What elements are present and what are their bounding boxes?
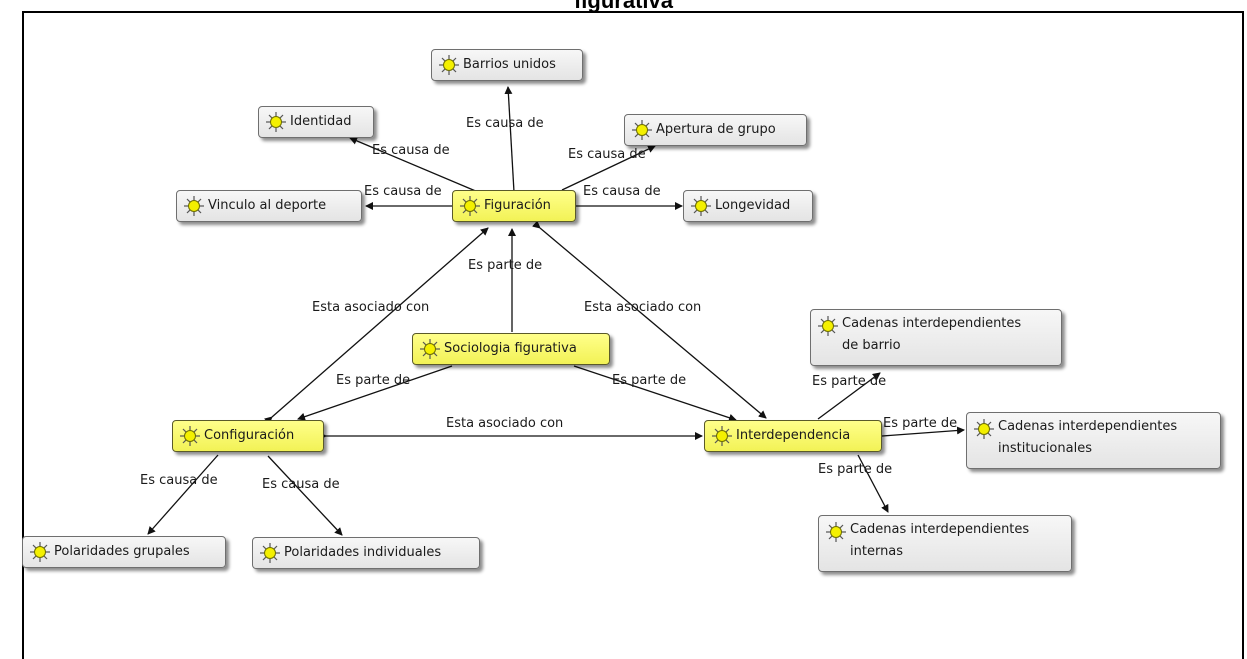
link-label-conf-indiv: Es causa de xyxy=(262,477,340,492)
sun-code-icon xyxy=(691,196,711,216)
node-label: Polaridades individuales xyxy=(284,545,442,560)
node-polaridades-grupales[interactable]: Polaridades grupales xyxy=(22,536,226,568)
link-label-inter-barrio: Es parte de xyxy=(812,374,887,389)
node-label: Cadenas interdependientes de barrio xyxy=(842,316,1022,353)
sun-code-icon xyxy=(30,542,50,562)
link-label-fig-longevidad: Es causa de xyxy=(583,184,661,199)
node-label: Sociologia figurativa xyxy=(444,341,577,356)
node-configuracion[interactable]: Configuración xyxy=(172,420,324,452)
page-title: figurativa xyxy=(573,0,674,13)
sun-code-icon xyxy=(632,120,652,140)
link-line-fig-identidad xyxy=(349,137,479,193)
sun-code-icon xyxy=(460,196,480,216)
node-cadenas-interdependientes-de-barrio[interactable]: Cadenas interdependientes de barrio xyxy=(810,309,1062,366)
node-identidad[interactable]: Identidad xyxy=(258,106,374,138)
link-label-fig-vinculo: Es causa de xyxy=(364,184,442,199)
link-label-fig-conf: Esta asociado con xyxy=(312,300,430,315)
link-line-conf-grupales xyxy=(147,454,219,535)
node-cadenas-interdependientes-internas[interactable]: Cadenas interdependientes internas xyxy=(818,515,1072,572)
link-line-soc-conf xyxy=(297,365,453,421)
link-label-fig-identidad: Es causa de xyxy=(372,143,450,158)
node-label: Longevidad xyxy=(715,198,791,213)
node-vinculo-al-deporte[interactable]: Vinculo al deporte xyxy=(176,190,362,222)
node-label: Vinculo al deporte xyxy=(208,198,327,213)
sun-code-icon xyxy=(420,339,440,359)
node-interdependencia[interactable]: Interdependencia xyxy=(704,420,882,452)
node-figuracion[interactable]: Figuración xyxy=(452,190,576,222)
link-line-conf-indiv xyxy=(267,455,343,536)
link-label-conf-grupales: Es causa de xyxy=(140,473,218,488)
link-line-fig-apertura xyxy=(561,145,656,191)
node-label: Barrios unidos xyxy=(463,57,556,72)
link-line-inter-barrio xyxy=(817,372,881,420)
sun-code-icon xyxy=(180,426,200,446)
node-polaridades-individuales[interactable]: Polaridades individuales xyxy=(252,537,480,569)
node-label: Identidad xyxy=(290,114,352,129)
node-cadenas-interdependientes-institucionales[interactable]: Cadenas interdependientes institucionale… xyxy=(966,412,1221,469)
sun-code-icon xyxy=(826,522,846,542)
node-label: Apertura de grupo xyxy=(656,122,776,137)
link-line-fig-conf xyxy=(264,227,489,425)
link-label-conf-inter: Esta asociado con xyxy=(446,416,564,431)
sun-code-icon xyxy=(712,426,732,446)
node-sociologia-figurativa[interactable]: Sociologia figurativa xyxy=(412,333,610,365)
link-label-inter-inst: Es parte de xyxy=(883,416,958,431)
link-label-inter-internas: Es parte de xyxy=(818,462,893,477)
link-line-soc-inter xyxy=(573,365,737,422)
link-label-fig-barrios: Es causa de xyxy=(466,116,544,131)
link-label-soc-inter: Es parte de xyxy=(612,373,687,388)
link-label-fig-apertura: Es causa de xyxy=(568,147,646,162)
link-line-fig-inter xyxy=(532,220,767,419)
link-label-fig-inter: Esta asociado con xyxy=(584,300,702,315)
sun-code-icon xyxy=(439,55,459,75)
node-label: Figuración xyxy=(484,198,551,213)
node-label: Polaridades grupales xyxy=(54,544,190,559)
sun-code-icon xyxy=(260,543,280,563)
node-label: Configuración xyxy=(204,428,295,443)
sun-code-icon xyxy=(184,196,204,216)
node-label: Interdependencia xyxy=(736,428,851,443)
node-longevidad[interactable]: Longevidad xyxy=(683,190,813,222)
sun-code-icon xyxy=(266,112,286,132)
link-line-inter-internas xyxy=(857,454,889,513)
link-line-fig-barrios xyxy=(504,86,515,193)
link-label-soc-conf: Es parte de xyxy=(336,373,411,388)
sun-code-icon xyxy=(974,419,994,439)
diagram-frame xyxy=(22,11,1244,659)
node-label: Cadenas interdependientes institucionale… xyxy=(998,419,1178,456)
node-label: Cadenas interdependientes internas xyxy=(850,522,1030,559)
link-label-soc-fig: Es parte de xyxy=(468,258,543,273)
sun-code-icon xyxy=(818,316,838,336)
link-line-inter-inst xyxy=(881,426,965,437)
node-apertura-de-grupo[interactable]: Apertura de grupo xyxy=(624,114,807,146)
node-barrios-unidos[interactable]: Barrios unidos xyxy=(431,49,583,81)
